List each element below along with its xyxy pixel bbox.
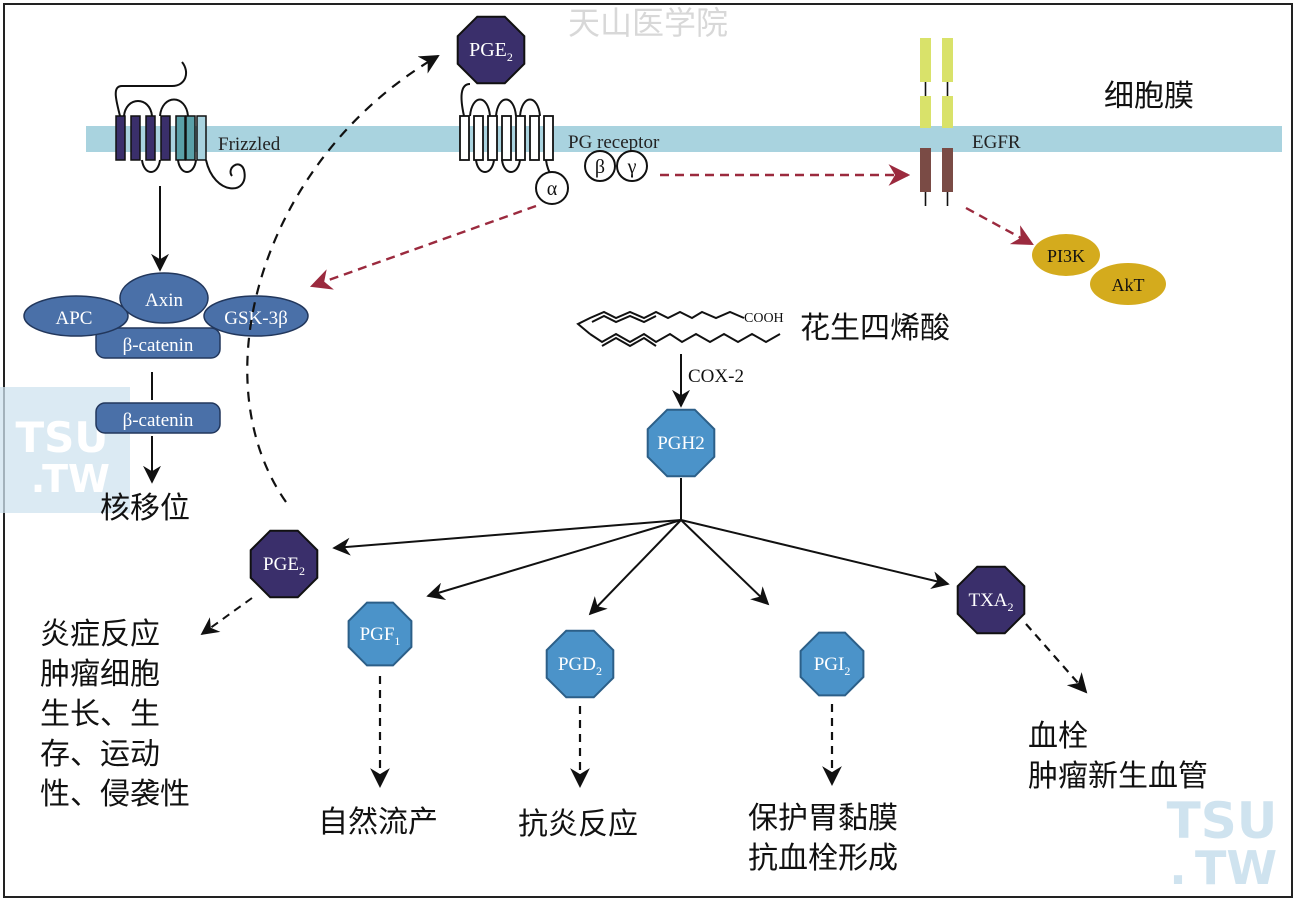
pge2-outcome-line: 性、侵袭性 — [40, 777, 190, 812]
pg-receptor — [459, 83, 561, 183]
egfr-label: EGFR — [972, 132, 1021, 153]
txa2-label: TXA2 — [968, 590, 1013, 614]
cox2-label: COX-2 — [688, 366, 744, 387]
pgh2-label: PGH2 — [657, 433, 705, 454]
watermark-top: 天山医学院 — [568, 4, 728, 42]
pi3k-label: PI3K — [1047, 246, 1085, 266]
g-alpha-label: α — [547, 178, 558, 200]
arrow-pgh2-to-pgd2 — [588, 519, 682, 616]
arrow-pge2-outcome — [200, 597, 253, 636]
g-alpha — [535, 171, 569, 205]
arrow-pge2-feedback — [246, 54, 440, 503]
txa2-octagon — [956, 565, 1026, 635]
arrow-pgh2-to-pgi2 — [680, 519, 770, 606]
apc-node — [23, 295, 129, 337]
pg-receptor-label: PG receptor — [568, 132, 660, 153]
beta-catenin-bound-label: β-catenin — [123, 335, 194, 356]
g-beta — [584, 150, 616, 182]
egfr-receptor — [920, 38, 953, 206]
akt-label: AkT — [1112, 275, 1145, 295]
pgi2-label: PGI2 — [814, 654, 851, 678]
beta-catenin-bound-node — [95, 327, 221, 359]
arachidonic-acid-structure — [576, 310, 781, 348]
watermark-right-dot: . — [1169, 841, 1186, 895]
nuclear-translocation-label: 核移位 — [100, 491, 190, 526]
pgf1-octagon — [347, 601, 413, 667]
pge2-outcome-line: 存、运动 — [40, 737, 160, 772]
gsk3b-node — [203, 295, 309, 337]
pge2-outcome-text: 炎症反应肿瘤细胞生长、生存、运动性、侵袭性 — [40, 617, 190, 812]
beta-catenin-free-label: β-catenin — [123, 410, 194, 431]
frizzled-label: Frizzled — [218, 134, 281, 155]
g-protein: α β γ — [535, 150, 648, 205]
watermark-right: TSU . TW — [1167, 792, 1278, 895]
pgd2-octagon — [545, 629, 615, 699]
watermark-left-line2: TW — [42, 457, 110, 501]
pgd2-label: PGD2 — [558, 654, 602, 678]
pi3k-node — [1032, 234, 1100, 276]
arachidonic-acid-label: 花生四烯酸 — [800, 311, 950, 346]
g-beta-label: β — [595, 156, 605, 178]
pgi2-outcome-line: 抗血栓形成 — [748, 841, 898, 876]
txa2-outcome-text: 血栓肿瘤新生血管 — [1028, 719, 1208, 794]
pgf1-outcome-line: 自然流产 — [318, 805, 438, 840]
apc-label: APC — [56, 308, 93, 329]
g-gamma — [616, 150, 648, 182]
pgd2-outcome-line: 抗炎反应 — [518, 807, 638, 842]
beta-catenin-free-node — [95, 402, 221, 434]
axin-label: Axin — [145, 290, 184, 311]
pgf1-label: PGF1 — [360, 624, 401, 648]
akt-node — [1090, 263, 1166, 305]
pge2-top-label: PGE2 — [469, 39, 513, 64]
pge2-outcome-line: 肿瘤细胞 — [40, 657, 160, 692]
arrow-txa2-outcome — [1025, 623, 1088, 694]
watermark-left-dot: . — [31, 457, 45, 501]
watermark-left: TSU . TW — [0, 387, 130, 513]
arrow-pgh2-to-pgf1 — [426, 519, 682, 600]
cooh-label: COOH — [744, 311, 784, 326]
pgi2-outcome-text: 保护胃黏膜抗血栓形成 — [748, 801, 898, 876]
arrow-pgh2-to-pge2 — [332, 519, 682, 556]
arrow-galpha-to-gsk3b — [309, 204, 537, 290]
watermark-right-line2: TW — [1195, 841, 1277, 895]
pge2-top-octagon — [456, 15, 526, 85]
membrane-label: 细胞膜 — [1104, 79, 1194, 114]
frizzled-receptor — [114, 61, 246, 190]
axin-node — [119, 272, 209, 324]
g-gamma-label: γ — [627, 156, 637, 178]
arrow-egfr-to-pi3k — [965, 206, 1034, 246]
cell-membrane — [86, 126, 1282, 152]
arrow-pgh2-to-txa2 — [680, 519, 950, 589]
pge2-outcome-line: 炎症反应 — [40, 617, 160, 652]
txa2-outcome-line: 肿瘤新生血管 — [1028, 759, 1208, 794]
pge2-outcome-line: 生长、生 — [40, 697, 160, 732]
pge2-octagon — [249, 529, 319, 599]
watermark-right-line1: TSU — [1167, 792, 1278, 850]
pgi2-outcome-line: 保护胃黏膜 — [748, 801, 898, 836]
txa2-outcome-line: 血栓 — [1028, 719, 1088, 754]
pge2-label: PGE2 — [263, 554, 305, 578]
gsk3b-label: GSK-3β — [224, 308, 288, 329]
pgh2-octagon — [646, 408, 716, 478]
destruction-complex: APC Axin GSK-3β β-catenin — [23, 272, 309, 359]
watermark-left-line1: TSU — [15, 413, 108, 462]
pgi2-octagon — [799, 631, 865, 697]
pgf1-outcome-text: 自然流产 — [318, 805, 438, 840]
pgd2-outcome-text: 抗炎反应 — [518, 807, 638, 842]
